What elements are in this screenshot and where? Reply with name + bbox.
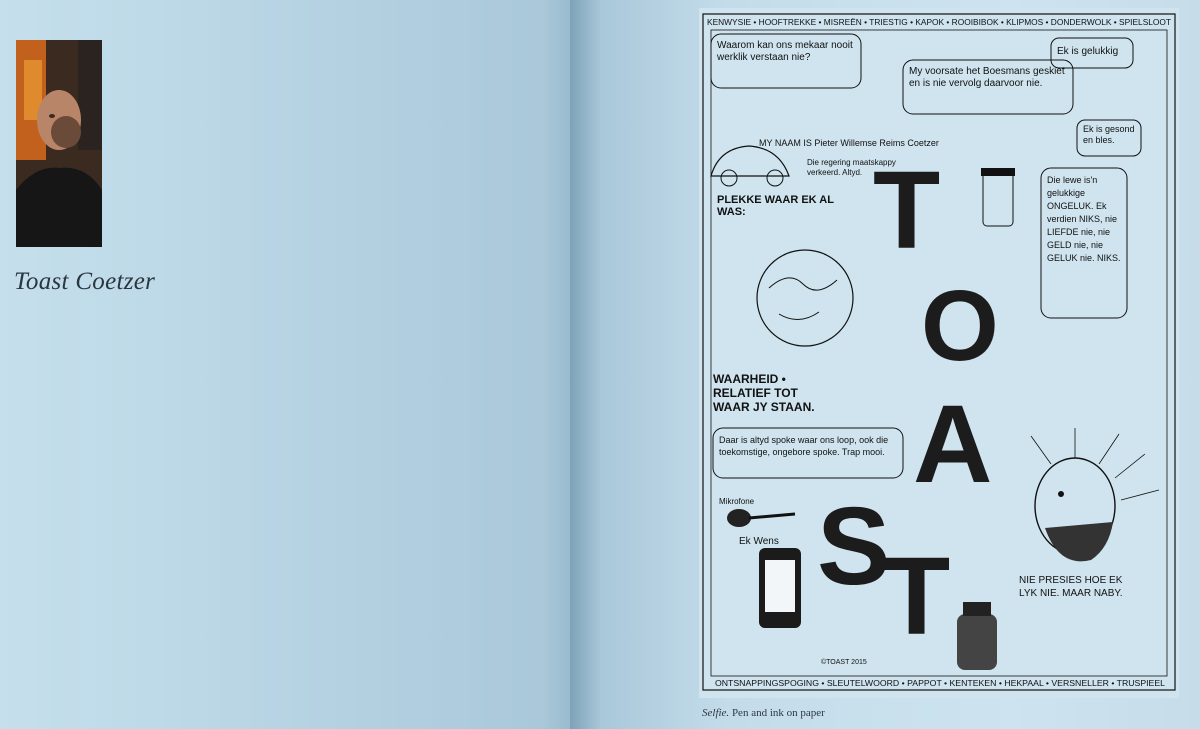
label-wish: Ek Wens	[739, 536, 779, 547]
bottom-border-text: ONTSNAPPINGSPOGING • SLEUTELWOORD • PAPP…	[715, 679, 1166, 688]
jar-drawing	[981, 168, 1015, 227]
artist-photo	[16, 40, 102, 247]
artwork-caption: Selfie. Pen and ink on paper	[702, 707, 825, 719]
self-portrait-drawing	[1030, 428, 1160, 562]
letter-o: O	[921, 270, 999, 382]
selfie-drawing: KENWYSIE • HOOFTREKKE • MISREËN • TRIEST…	[699, 8, 1179, 698]
label-truth: WAARHEID • RELATIEF TOT WAAR JY STAAN.	[713, 372, 815, 414]
artist-name: Toast Coetzer	[14, 268, 156, 295]
title-letters: T O A S T	[817, 149, 999, 658]
letter-s: S	[817, 485, 890, 608]
label-government: Die regering maatskappy verkeerd. Altyd.	[807, 158, 896, 177]
speech-bubble-1: Waarom kan ons mekaar nooit werklik vers…	[710, 33, 862, 89]
speech-bubble-2: My voorsate het Boesmans geskiet en is n…	[902, 59, 1074, 115]
speech-bubble-5: Die lewe is'n gelukkige ONGELUK. Ek verd…	[1040, 167, 1128, 319]
label-copyright: ©TOAST 2015	[821, 658, 867, 666]
bottle-drawing	[957, 602, 997, 670]
label-places: PLEKKE WAAR EK AL WAS:	[717, 194, 834, 218]
speech-bubble-3: Ek is gelukkig	[1050, 37, 1134, 69]
car-drawing	[710, 145, 790, 187]
letter-a: A	[913, 383, 992, 506]
globe-drawing	[756, 249, 854, 347]
letter-t-1: T	[873, 149, 940, 272]
speech-bubble-6: Daar is altyd spoke waar ons loop, ook d…	[712, 427, 904, 479]
top-border-text: KENWYSIE • HOOFTREKKE • MISREËN • TRIEST…	[707, 18, 1171, 27]
phone-drawing	[759, 548, 801, 628]
speech-bubble-4: Ek is gesond en bles.	[1076, 119, 1142, 157]
left-page: Toast Coetzer	[0, 0, 590, 729]
speech-bubble-7: NIE PRESIES HOE EK LYK NIE. MAAR NABY.	[1019, 575, 1123, 599]
letter-t-2: T	[883, 535, 950, 658]
label-name: MY NAAM IS Pieter Willemse Reims Coetzer	[759, 138, 939, 148]
caption-text: Pen and ink on paper	[729, 707, 825, 719]
microphone-drawing	[727, 509, 796, 527]
caption-title: Selfie.	[702, 707, 730, 719]
label-mic: Mikrofone	[719, 497, 755, 506]
